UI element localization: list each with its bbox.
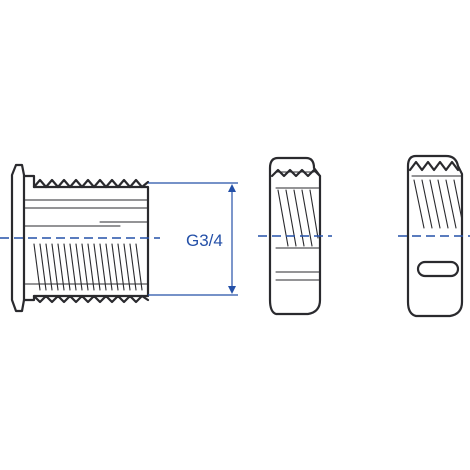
nut-side-view [258, 156, 332, 316]
dimension-g34: G3/4 [148, 182, 238, 296]
cap-slot [416, 260, 460, 278]
cap-thread-hatch [413, 179, 463, 229]
top-thread [32, 178, 150, 189]
nut-thread-hatch [277, 189, 319, 247]
thread-size-label: G3/4 [186, 231, 223, 250]
side-view-bushing [0, 163, 160, 313]
nut-top-serration [270, 168, 322, 178]
cap-side-view [398, 154, 470, 318]
bottom-thread [32, 294, 150, 304]
arrow-up-icon [228, 184, 236, 192]
internal-thread-hatch [33, 243, 143, 291]
arrow-down-icon [228, 286, 236, 294]
cap-top-serration [408, 160, 460, 172]
body-outline [22, 174, 150, 302]
cap-outline [406, 154, 464, 318]
nut-outline [268, 156, 322, 316]
